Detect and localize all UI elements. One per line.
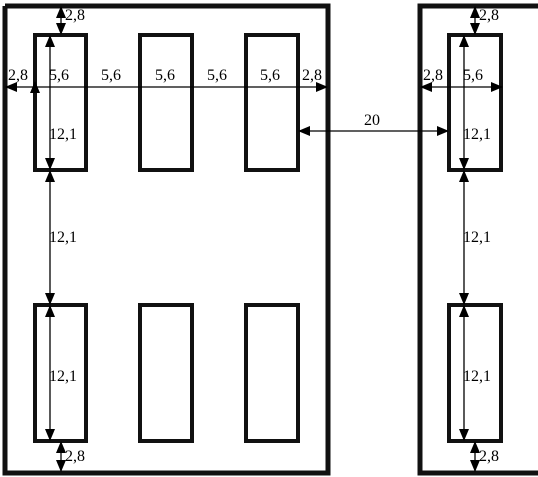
label-wall-gap-top-right: 2,8 bbox=[479, 7, 499, 24]
label-side-gap-right-of-left-panel: 2,8 bbox=[302, 67, 322, 84]
label-slot-width-3: 5,6 bbox=[260, 67, 280, 84]
slot-top-1 bbox=[33, 33, 88, 172]
label-slot-height-bottom-left: 12,1 bbox=[49, 368, 77, 385]
slot-top-2 bbox=[138, 33, 194, 172]
label-spacing-1: 5,6 bbox=[101, 67, 121, 84]
label-slot-height-top-left: 12,1 bbox=[49, 126, 77, 143]
label-row-gap-left: 12,1 bbox=[49, 229, 77, 246]
slot-top-3 bbox=[244, 33, 300, 172]
label-wall-gap-bottom-right: 2,8 bbox=[479, 448, 499, 465]
label-slot-height-bottom-right: 12,1 bbox=[463, 368, 491, 385]
label-slot-width-1: 5,6 bbox=[49, 67, 69, 84]
slot-right-bottom bbox=[447, 303, 503, 443]
label-side-gap-left: 2,8 bbox=[8, 67, 28, 84]
label-panel-gap: 20 bbox=[364, 112, 380, 129]
slot-bottom-1 bbox=[33, 303, 88, 443]
label-slot-height-top-right: 12,1 bbox=[463, 126, 491, 143]
label-wall-gap-bottom-left: 2,8 bbox=[65, 448, 85, 465]
left-panel-outline bbox=[2, 3, 331, 476]
slot-right-top bbox=[447, 33, 503, 172]
label-spacing-2: 5,6 bbox=[207, 67, 227, 84]
label-wall-gap-top-left: 2,8 bbox=[65, 7, 85, 24]
label-side-gap-right-panel: 2,8 bbox=[423, 67, 443, 84]
label-slot-width-right: 5,6 bbox=[463, 67, 483, 84]
slot-bottom-3 bbox=[244, 303, 300, 443]
label-slot-width-2: 5,6 bbox=[155, 67, 175, 84]
slot-bottom-2 bbox=[138, 303, 194, 443]
label-row-gap-right: 12,1 bbox=[463, 229, 491, 246]
